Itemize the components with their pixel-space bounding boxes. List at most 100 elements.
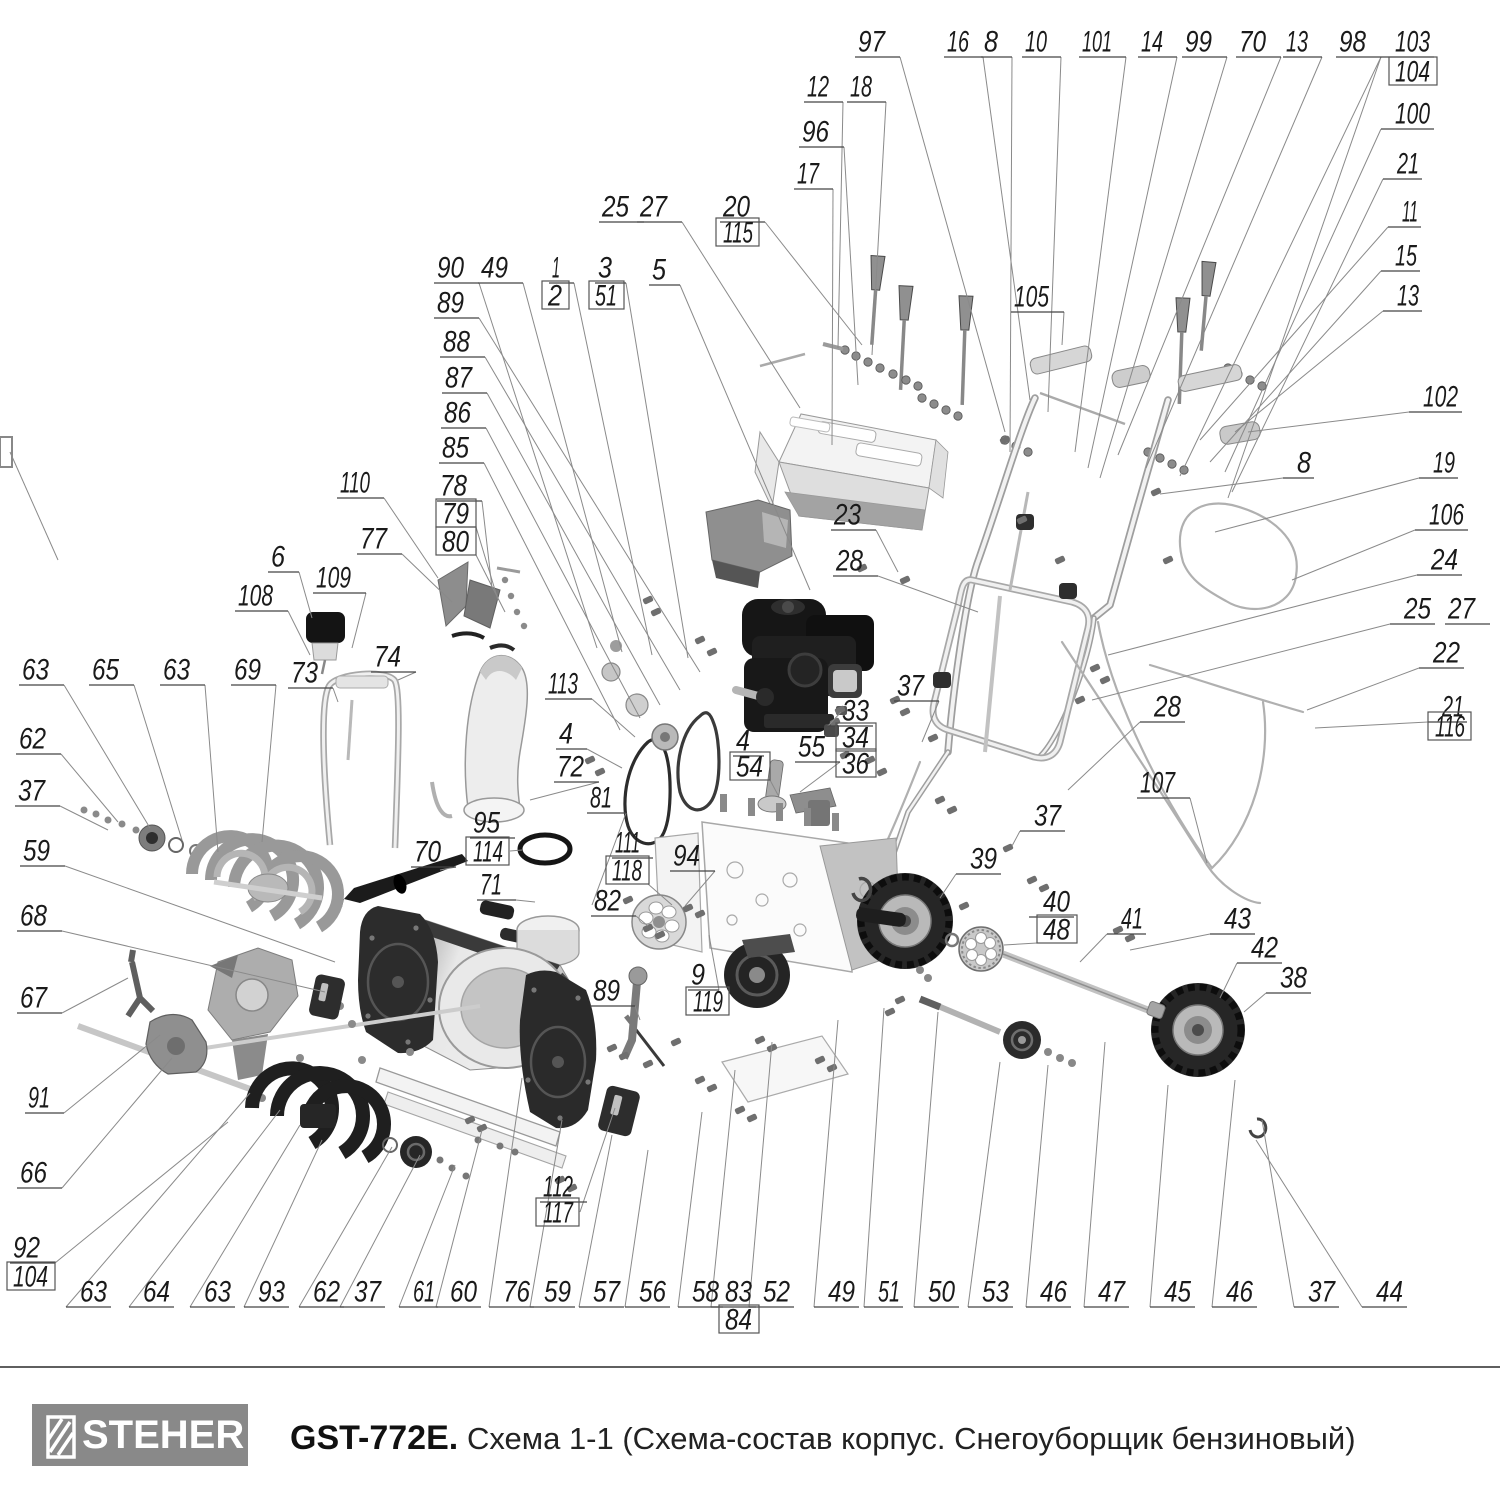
svg-text:100: 100: [1395, 98, 1430, 131]
svg-text:42: 42: [1251, 932, 1278, 965]
svg-text:63: 63: [163, 654, 190, 687]
svg-text:38: 38: [1280, 962, 1307, 995]
svg-text:63: 63: [22, 654, 49, 687]
svg-text:60: 60: [450, 1276, 477, 1309]
svg-text:51: 51: [595, 280, 617, 313]
svg-text:68: 68: [20, 900, 47, 933]
svg-text:87: 87: [445, 362, 473, 395]
svg-text:63: 63: [80, 1276, 107, 1309]
svg-text:110: 110: [340, 467, 370, 500]
svg-text:77: 77: [360, 523, 388, 556]
svg-text:76: 76: [503, 1276, 530, 1309]
svg-text:48: 48: [1043, 914, 1070, 947]
svg-text:72: 72: [557, 751, 584, 784]
svg-text:37: 37: [354, 1276, 382, 1309]
svg-text:83: 83: [725, 1276, 752, 1309]
svg-text:105: 105: [1014, 281, 1049, 314]
svg-text:9: 9: [691, 959, 705, 992]
svg-text:37: 37: [1034, 800, 1062, 833]
svg-text:96: 96: [802, 116, 829, 149]
svg-text:37: 37: [897, 670, 925, 703]
svg-text:98: 98: [1339, 26, 1366, 59]
svg-text:82: 82: [594, 885, 621, 918]
svg-text:101: 101: [1082, 26, 1112, 59]
svg-text:2: 2: [547, 280, 562, 313]
svg-text:37: 37: [18, 775, 46, 808]
svg-text:102: 102: [1423, 381, 1458, 414]
svg-text:12: 12: [807, 71, 829, 104]
svg-text:66: 66: [20, 1157, 47, 1190]
svg-text:111: 111: [615, 827, 640, 860]
svg-text:33: 33: [842, 695, 869, 728]
svg-text:50: 50: [928, 1276, 955, 1309]
svg-text:97: 97: [858, 26, 886, 59]
svg-text:22: 22: [1432, 637, 1460, 670]
svg-text:59: 59: [23, 835, 50, 868]
svg-text:119: 119: [693, 986, 723, 1019]
svg-text:92: 92: [13, 1232, 40, 1265]
svg-text:59: 59: [544, 1276, 571, 1309]
svg-text:115: 115: [723, 217, 753, 250]
svg-text:23: 23: [833, 499, 861, 532]
svg-text:108: 108: [238, 580, 273, 613]
svg-text:113: 113: [548, 668, 578, 701]
svg-text:56: 56: [639, 1276, 666, 1309]
svg-text:104: 104: [1395, 56, 1430, 89]
svg-text:114: 114: [473, 836, 503, 869]
svg-text:54: 54: [736, 751, 763, 784]
svg-text:88: 88: [443, 326, 470, 359]
svg-text:GST-772E.: GST-772E.: [290, 1419, 458, 1457]
svg-text:24: 24: [1430, 544, 1458, 577]
svg-text:70: 70: [1239, 26, 1266, 59]
svg-text:57: 57: [593, 1276, 621, 1309]
svg-text:18: 18: [850, 71, 872, 104]
svg-text:62: 62: [313, 1276, 340, 1309]
svg-text:93: 93: [258, 1276, 285, 1309]
svg-text:8: 8: [1297, 447, 1311, 480]
svg-text:6: 6: [271, 541, 285, 574]
svg-text:46: 46: [1040, 1276, 1067, 1309]
svg-text:41: 41: [1121, 903, 1143, 936]
svg-text:107: 107: [1140, 767, 1176, 800]
svg-text:95: 95: [473, 807, 500, 840]
svg-text:17: 17: [797, 158, 820, 191]
svg-text:11: 11: [1402, 196, 1418, 229]
svg-text:109: 109: [316, 562, 351, 595]
svg-text:STEHER: STEHER: [82, 1413, 244, 1457]
svg-text:39: 39: [970, 843, 997, 876]
svg-text:90: 90: [437, 252, 464, 285]
svg-text:67: 67: [20, 982, 48, 1015]
svg-text:84: 84: [725, 1304, 752, 1337]
svg-text:8: 8: [984, 26, 998, 59]
svg-text:99: 99: [1185, 26, 1212, 59]
svg-text:55: 55: [798, 731, 825, 764]
svg-text:89: 89: [593, 975, 620, 1008]
svg-text:63: 63: [204, 1276, 231, 1309]
svg-text:3: 3: [598, 252, 612, 285]
svg-text:89: 89: [437, 287, 464, 320]
svg-text:61: 61: [413, 1276, 435, 1309]
svg-text:28: 28: [835, 545, 863, 578]
svg-text:10: 10: [1025, 26, 1047, 59]
svg-text:73: 73: [291, 657, 318, 690]
svg-text:28: 28: [1153, 691, 1181, 724]
svg-text:65: 65: [92, 654, 119, 687]
svg-text:47: 47: [1098, 1276, 1126, 1309]
svg-text:25: 25: [601, 191, 629, 224]
svg-text:15: 15: [1395, 240, 1417, 273]
svg-text:78: 78: [440, 470, 467, 503]
svg-text:79: 79: [442, 498, 469, 531]
svg-text:Схема 1-1 (Схема-состав корпус: Схема 1-1 (Схема-состав корпус. Снегоубо…: [467, 1421, 1356, 1456]
svg-text:49: 49: [481, 252, 508, 285]
svg-text:86: 86: [444, 397, 471, 430]
svg-text:44: 44: [1376, 1276, 1403, 1309]
svg-text:40: 40: [1043, 886, 1070, 919]
svg-text:103: 103: [1395, 26, 1430, 59]
svg-text:49: 49: [828, 1276, 855, 1309]
svg-text:36: 36: [842, 748, 869, 781]
svg-text:16: 16: [947, 26, 969, 59]
svg-text:118: 118: [612, 855, 642, 888]
svg-text:58: 58: [692, 1276, 719, 1309]
svg-text:74: 74: [374, 641, 401, 674]
svg-text:91: 91: [28, 1082, 50, 1115]
